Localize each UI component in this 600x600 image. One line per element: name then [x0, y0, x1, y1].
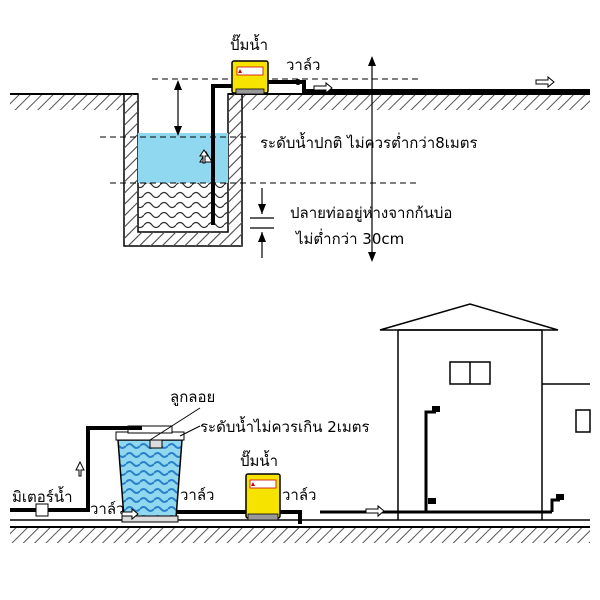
flow-arrow-house	[365, 504, 385, 518]
flow-arrow-inlet	[75, 460, 85, 477]
pump-label-bottom: ปั๊มน้ำ	[240, 450, 278, 470]
bottom-tank-diagram: ลูกลอย ระดับน้ำไม่ควรเกิน 2เมตร มิเตอร์น…	[10, 303, 591, 543]
valve-label-left: วาล์ว	[90, 500, 124, 518]
pump-label-top: ปั๊มน้ำ	[230, 34, 268, 54]
water-meter	[35, 503, 49, 517]
tap-right	[556, 494, 564, 500]
pump-top	[231, 60, 269, 94]
discharge-pipe-top	[268, 80, 590, 93]
height-dimension-right	[368, 56, 376, 262]
clearance-dimension	[250, 188, 274, 258]
tap-middle	[428, 498, 436, 504]
float-label: ลูกลอย	[170, 388, 215, 406]
house	[379, 303, 591, 520]
flow-arrow-outlet	[121, 507, 139, 521]
pipe-end-label: ปลายท่ออยู่ห่างจากก้นบ่อ	[290, 204, 452, 222]
min-distance-label: ไม่ต่ำกว่า 30cm	[295, 228, 404, 248]
height-dimension-left	[174, 80, 182, 136]
ground-right-top	[228, 94, 590, 110]
valve-label-top: วาล์ว	[286, 56, 320, 74]
flow-arrow-up-top	[199, 149, 209, 164]
flow-arrow-top-2	[535, 75, 555, 89]
ground-left-top	[10, 94, 138, 110]
inlet-pipe	[10, 426, 142, 512]
ground-bottom	[10, 527, 590, 543]
valve-label-right: วาล์ว	[282, 486, 316, 504]
meter-label: มิเตอร์น้ำ	[12, 486, 73, 506]
tank-level-label: ระดับน้ำไม่ควรเกิน 2เมตร	[200, 416, 370, 436]
top-well-diagram: ปั๊มน้ำ วาล์ว ระดับน้ำปกติ ไม่ควรต่ำกว่า…	[10, 34, 590, 262]
suction-pipe	[211, 84, 234, 225]
flow-arrow-top-1	[313, 81, 333, 95]
discharge-pipe-bottom	[280, 510, 302, 524]
float-valve	[149, 439, 163, 449]
water-level-label-top: ระดับน้ำปกติ ไม่ควรต่ำกว่า8เมตร	[260, 132, 478, 152]
valve-label-middle: วาล์ว	[180, 486, 214, 504]
tap-upper	[432, 406, 440, 412]
